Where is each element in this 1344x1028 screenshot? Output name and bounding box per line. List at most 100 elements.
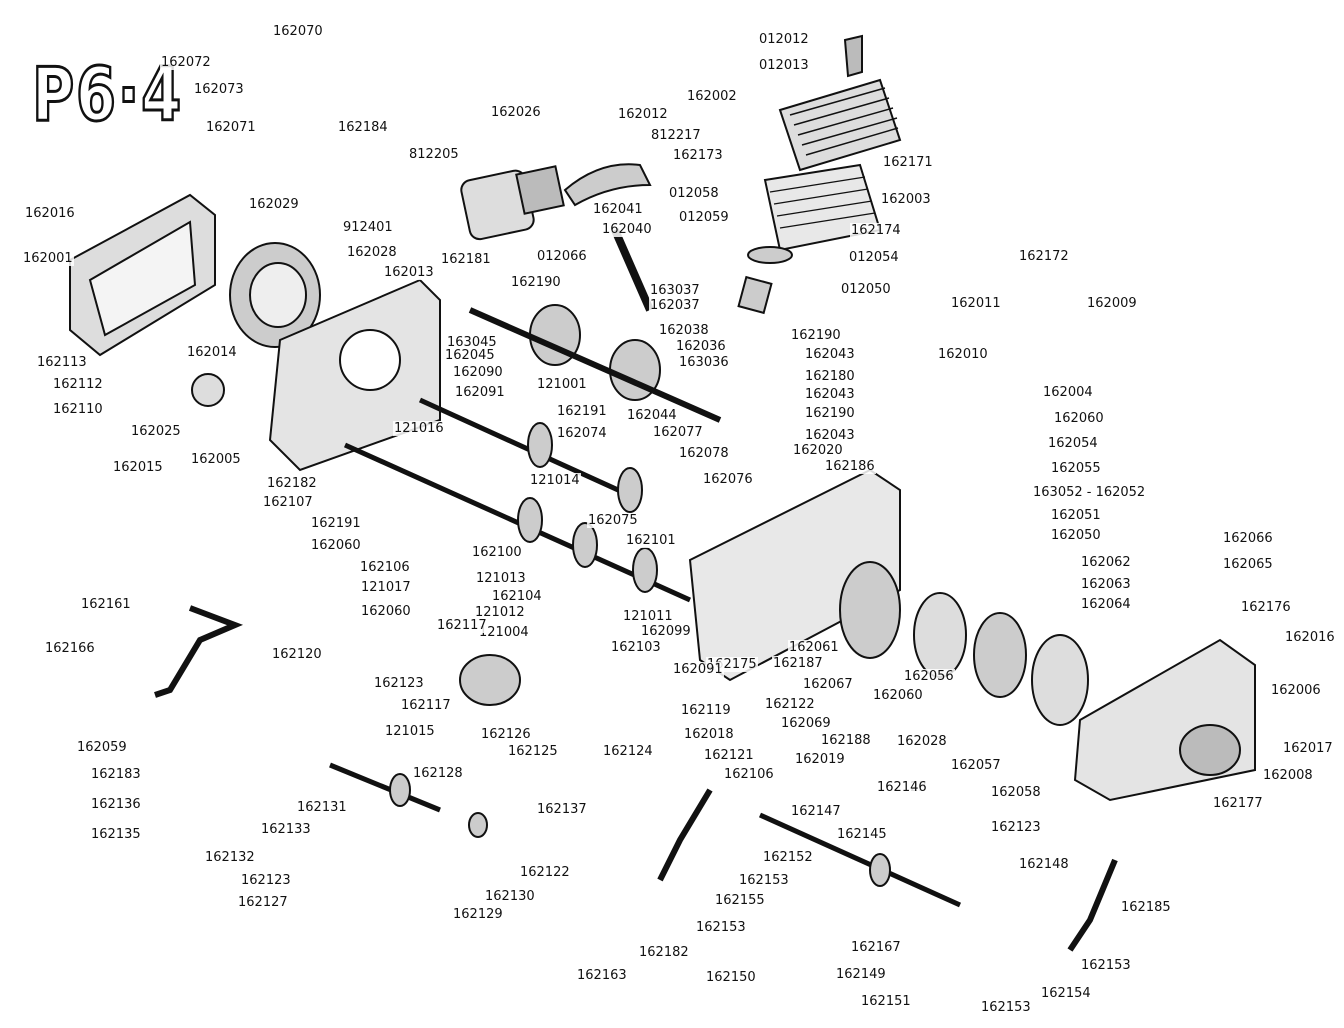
part-number-label[interactable]: 162099	[640, 624, 692, 639]
part-number-label[interactable]: 162122	[519, 865, 571, 880]
part-number-label[interactable]: 162153	[695, 920, 747, 935]
part-number-label[interactable]: 162104	[491, 589, 543, 604]
part-number-label[interactable]: 162010	[937, 347, 989, 362]
part-number-label[interactable]: 162002	[686, 89, 738, 104]
part-number-label[interactable]: 162110	[52, 402, 104, 417]
part-number-label[interactable]: 812217	[650, 128, 702, 143]
part-number-label[interactable]: 162177	[1212, 796, 1264, 811]
part-number-label[interactable]: 162154	[1040, 986, 1092, 1001]
part-number-label[interactable]: 162149	[835, 967, 887, 982]
part-number-label[interactable]: 162152	[762, 850, 814, 865]
part-number-label[interactable]: 162009	[1086, 296, 1138, 311]
part-number-label[interactable]: 162128	[412, 766, 464, 781]
part-number-label[interactable]: 162015	[112, 460, 164, 475]
part-number-label[interactable]: 162073	[193, 82, 245, 97]
part-number-label[interactable]: 121013	[475, 571, 527, 586]
part-number-label[interactable]: 162061	[788, 640, 840, 655]
part-number-label[interactable]: 012012	[758, 32, 810, 47]
part-number-label[interactable]: 162103	[610, 640, 662, 655]
part-number-label[interactable]: 162184	[337, 120, 389, 135]
part-number-label[interactable]: 162026	[490, 105, 542, 120]
part-number-label[interactable]: 162091	[454, 385, 506, 400]
part-number-label[interactable]: 121001	[536, 377, 588, 392]
part-number-label[interactable]: 162117	[400, 698, 452, 713]
part-number-label[interactable]: 162150	[705, 970, 757, 985]
part-number-label[interactable]: 162069	[780, 716, 832, 731]
part-number-label[interactable]: 162044	[626, 408, 678, 423]
part-number-label[interactable]: 162028	[346, 245, 398, 260]
part-number-label[interactable]: 162012	[617, 107, 669, 122]
part-number-label[interactable]: 162148	[1018, 857, 1070, 872]
part-number-label[interactable]: 162136	[90, 797, 142, 812]
part-number-label[interactable]: 162043	[804, 387, 856, 402]
part-number-label[interactable]: 162037	[649, 298, 701, 313]
part-number-label[interactable]: 162029	[248, 197, 300, 212]
part-number-label[interactable]: 012058	[668, 186, 720, 201]
part-number-label[interactable]: 162185	[1120, 900, 1172, 915]
part-number-label[interactable]: 812205	[408, 147, 460, 162]
part-number-label[interactable]: 162055	[1050, 461, 1102, 476]
part-number-label[interactable]: 162145	[836, 827, 888, 842]
part-number-label[interactable]: 162013	[383, 265, 435, 280]
part-number-label[interactable]: 162161	[80, 597, 132, 612]
part-number-label[interactable]: 162186	[824, 459, 876, 474]
part-number-label[interactable]: 162074	[556, 426, 608, 441]
part-number-label[interactable]: 162101	[625, 533, 677, 548]
part-number-label[interactable]: 162131	[296, 800, 348, 815]
part-number-label[interactable]: 162014	[186, 345, 238, 360]
part-number-label[interactable]: 162057	[950, 758, 1002, 773]
part-number-label[interactable]: 162006	[1270, 683, 1322, 698]
part-number-label[interactable]: 162122	[764, 697, 816, 712]
part-number-label[interactable]: 162008	[1262, 768, 1314, 783]
part-number-label[interactable]: 162051	[1050, 508, 1102, 523]
part-number-label[interactable]: 162171	[882, 155, 934, 170]
part-number-label[interactable]: 162060	[872, 688, 924, 703]
part-number-label[interactable]: 162090	[452, 365, 504, 380]
part-number-label[interactable]: 162191	[556, 404, 608, 419]
part-number-label[interactable]: 162106	[359, 560, 411, 575]
part-number-label[interactable]: 162123	[990, 820, 1042, 835]
part-number-label[interactable]: 162076	[702, 472, 754, 487]
part-number-label[interactable]: 162127	[237, 895, 289, 910]
part-number-label[interactable]: 162059	[76, 740, 128, 755]
part-number-label[interactable]: 012013	[758, 58, 810, 73]
part-number-label[interactable]: 162056	[903, 669, 955, 684]
part-number-label[interactable]: 162001	[22, 251, 74, 266]
part-number-label[interactable]: 162125	[507, 744, 559, 759]
part-number-label[interactable]: 162146	[876, 780, 928, 795]
part-number-label[interactable]: 162124	[602, 744, 654, 759]
part-number-label[interactable]: 162106	[723, 767, 775, 782]
part-number-label[interactable]: 162091	[672, 662, 724, 677]
part-number-label[interactable]: 162153	[1080, 958, 1132, 973]
part-number-label[interactable]: 162183	[90, 767, 142, 782]
part-number-label[interactable]: 162019	[794, 752, 846, 767]
part-number-label[interactable]: 162025	[130, 424, 182, 439]
part-number-label[interactable]: 162190	[804, 406, 856, 421]
part-number-label[interactable]: 012059	[678, 210, 730, 225]
part-number-label[interactable]: 162064	[1080, 597, 1132, 612]
part-number-label[interactable]: 162137	[536, 802, 588, 817]
part-number-label[interactable]: 162075	[587, 513, 639, 528]
part-number-label[interactable]: 162190	[510, 275, 562, 290]
part-number-label[interactable]: 162130	[484, 889, 536, 904]
part-number-label[interactable]: 162077	[652, 425, 704, 440]
part-number-label[interactable]: 162188	[820, 733, 872, 748]
part-number-label[interactable]: 162181	[440, 252, 492, 267]
part-number-label[interactable]: 121004	[478, 625, 530, 640]
part-number-label[interactable]: 162153	[738, 873, 790, 888]
part-number-label[interactable]: 162155	[714, 893, 766, 908]
part-number-label[interactable]: 162063	[1080, 577, 1132, 592]
part-number-label[interactable]: 162173	[672, 148, 724, 163]
part-number-label[interactable]: 162187	[772, 656, 824, 671]
part-number-label[interactable]: 912401	[342, 220, 394, 235]
part-number-label[interactable]: 162163	[576, 968, 628, 983]
part-number-label[interactable]: 121011	[622, 609, 674, 624]
part-number-label[interactable]: 162028	[896, 734, 948, 749]
part-number-label[interactable]: 162058	[990, 785, 1042, 800]
part-number-label[interactable]: 162065	[1222, 557, 1274, 572]
part-number-label[interactable]: 162060	[360, 604, 412, 619]
part-number-label[interactable]: 162043	[804, 347, 856, 362]
part-number-label[interactable]: 162182	[266, 476, 318, 491]
part-number-label[interactable]: 162005	[190, 452, 242, 467]
part-number-label[interactable]: 162133	[260, 822, 312, 837]
